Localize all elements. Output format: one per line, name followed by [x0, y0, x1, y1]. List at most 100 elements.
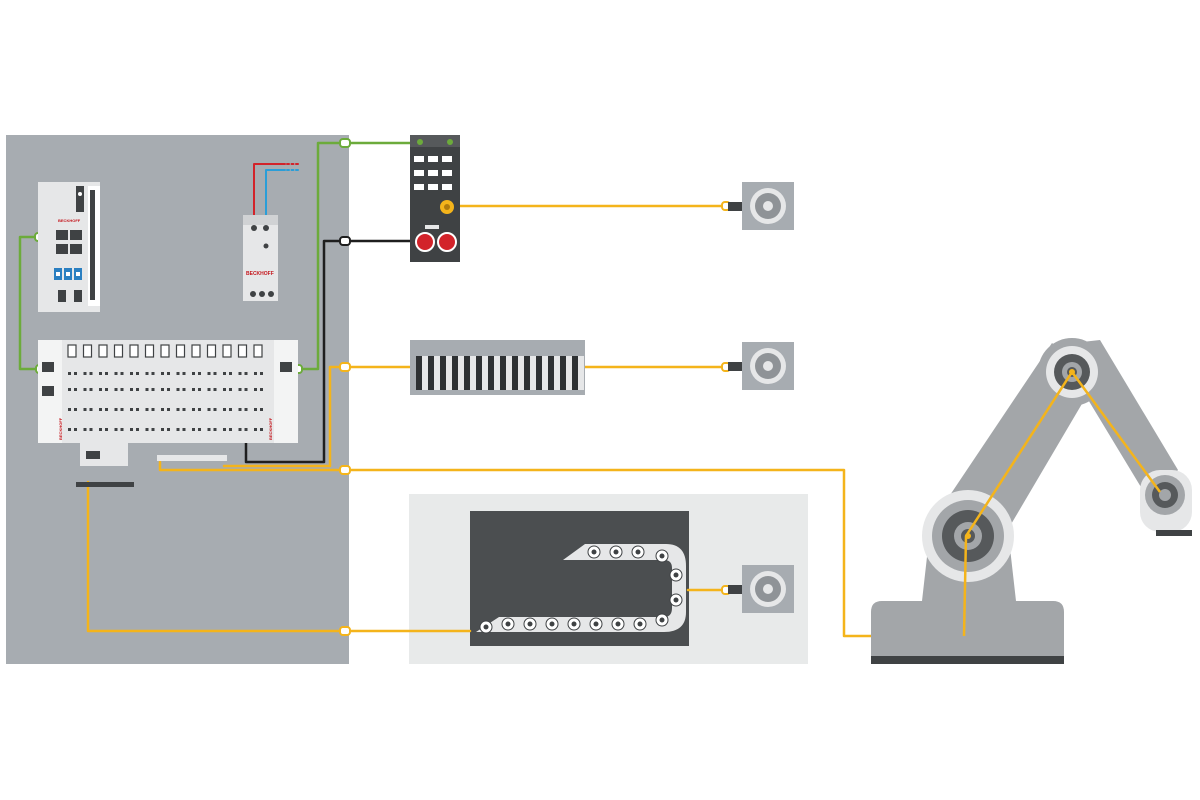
strip-separator: [566, 356, 572, 390]
feed-cable-terminal-block: [222, 365, 414, 468]
terminal-contact: [244, 388, 248, 391]
terminal-contact: [89, 408, 93, 411]
terminal-contact: [161, 388, 164, 391]
terminal-contact: [74, 408, 77, 411]
io-slot: [442, 184, 452, 190]
terminal-contact: [99, 428, 102, 431]
psu-brand-label: BECKHOFF: [246, 271, 274, 277]
chain-pin: [635, 549, 641, 555]
chain-pin: [673, 572, 679, 578]
strip-slot: [488, 356, 494, 390]
chain-pin: [591, 549, 597, 555]
terminal-contact: [176, 428, 180, 431]
terminal-brand-label: BECKHOFF: [58, 417, 63, 440]
terminal-contact: [89, 428, 93, 431]
ethercat-cable-pc-to-coupler: [18, 235, 42, 371]
terminal-contact: [136, 388, 139, 391]
terminal-contact: [105, 372, 108, 375]
cable-plug-icon: [339, 138, 351, 148]
terminal-contact: [136, 428, 139, 431]
chain-pin: [637, 621, 643, 627]
terminal-contact: [89, 372, 93, 375]
terminal-contact: [161, 408, 164, 411]
terminal-contact: [223, 408, 226, 411]
terminal-contact: [182, 388, 186, 391]
ethernet-port-icon: [56, 230, 82, 254]
terminal-contact: [238, 408, 242, 411]
chain-pin: [615, 621, 621, 627]
terminal-contact: [151, 428, 155, 431]
terminal-slot: [98, 344, 108, 358]
terminal-contact: [192, 428, 195, 431]
strip-slot: [500, 356, 506, 390]
terminal-contact: [74, 388, 77, 391]
terminal-contact: [145, 372, 149, 375]
io-slot: [414, 170, 424, 176]
terminal-contact: [120, 408, 124, 411]
strip-separator: [578, 356, 584, 390]
strip-separator: [458, 356, 464, 390]
chain-pin: [483, 624, 489, 630]
terminal-slot: [191, 344, 201, 358]
terminal-slot: [113, 344, 124, 358]
terminal-contact: [198, 372, 201, 375]
terminal-contact: [223, 388, 226, 391]
ethercat-terminal-block: BECKHOFF BECKHOFF: [38, 340, 298, 487]
terminal-slot: [82, 344, 93, 358]
chain-pin: [527, 621, 533, 627]
terminal-contact: [136, 408, 139, 411]
strip-separator: [422, 356, 428, 390]
terminal-contact: [99, 388, 102, 391]
terminal-contact: [120, 428, 124, 431]
terminal-contact: [254, 408, 257, 411]
io-box-module: [410, 135, 460, 262]
supply-wire-red: [253, 163, 286, 227]
terminal-contact: [145, 388, 149, 391]
terminal-contact: [182, 372, 186, 375]
terminal-contact: [161, 372, 164, 375]
terminal-contact: [260, 372, 263, 375]
chain-pin: [505, 621, 511, 627]
terminal-contact: [74, 428, 77, 431]
terminal-slot: [175, 344, 186, 358]
power-cable-to-box: [244, 239, 414, 464]
strip-separator: [446, 356, 452, 390]
usb-port-icon: [54, 268, 82, 280]
terminal-contact: [68, 388, 71, 391]
terminal-slot: [129, 344, 139, 358]
terminal-contact: [167, 428, 170, 431]
terminal-contact: [176, 372, 180, 375]
terminal-contact: [130, 428, 133, 431]
terminal-contact: [176, 388, 180, 391]
terminal-contact: [213, 372, 217, 375]
industrial-pc: BECKHOFF: [38, 182, 100, 312]
terminal-contact: [229, 372, 232, 375]
terminal-contact: [254, 428, 257, 431]
chain-pin: [673, 597, 679, 603]
terminal-contact: [198, 388, 201, 391]
terminal-contact: [238, 372, 242, 375]
strip-slot: [560, 356, 566, 390]
cable-plug-icon: [339, 236, 351, 246]
terminal-contact: [213, 408, 217, 411]
terminal-contact: [114, 428, 118, 431]
terminal-contact: [151, 388, 155, 391]
terminal-contact: [213, 388, 217, 391]
terminal-contact: [229, 428, 232, 431]
strip-separator: [434, 356, 440, 390]
strip-separator: [530, 356, 536, 390]
terminal-contact: [167, 372, 170, 375]
chain-pin: [659, 617, 665, 623]
terminal-contact: [83, 372, 87, 375]
strip-separator: [470, 356, 476, 390]
io-slot: [428, 156, 438, 162]
terminal-contact: [151, 408, 155, 411]
strip-separator: [542, 356, 548, 390]
strip-separator: [506, 356, 512, 390]
terminal-contact: [198, 428, 201, 431]
terminal-contact: [83, 408, 87, 411]
strip-slot: [572, 356, 578, 390]
terminal-contact: [83, 428, 87, 431]
terminal-contact: [136, 372, 139, 375]
terminal-contact: [207, 408, 211, 411]
